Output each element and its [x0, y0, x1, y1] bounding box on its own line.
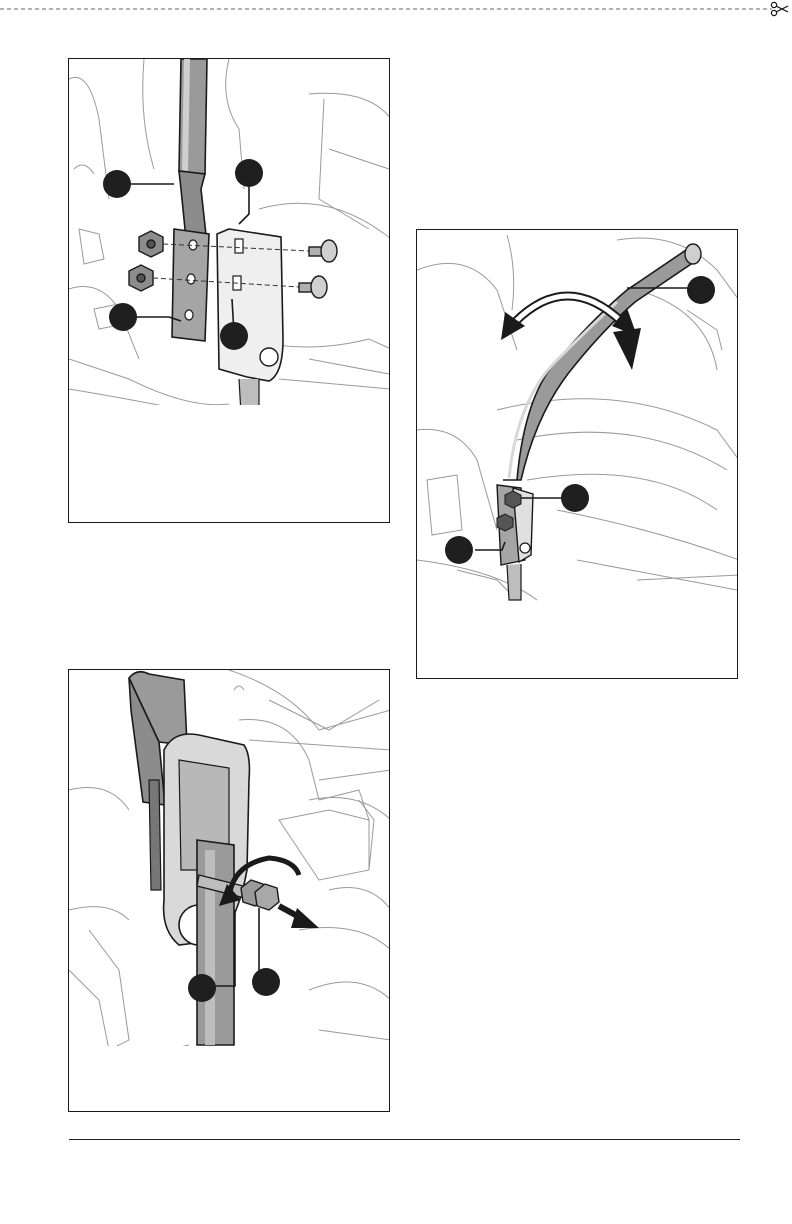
- callout-2: [252, 968, 280, 996]
- pull-arrow-icon: [279, 906, 319, 928]
- callout-2: [235, 159, 263, 187]
- callout-1: [103, 170, 131, 198]
- figure-3-caption-area: [69, 1046, 389, 1111]
- scissors-icon: [0, 0, 792, 20]
- callout-4: [220, 322, 248, 350]
- callout-3: [109, 303, 137, 331]
- figure-3-bolt-removal: [68, 669, 390, 1112]
- callout-1: [687, 276, 715, 304]
- callout-2: [561, 484, 589, 512]
- figure-1-caption-area: [69, 405, 389, 522]
- figure-2-handle-rotated: [416, 229, 738, 679]
- footer-rule: [69, 1139, 740, 1140]
- callout-3: [445, 536, 473, 564]
- figure-1-handle-bracket-exploded: [68, 58, 390, 523]
- callout-1: [188, 974, 216, 1002]
- figure-2-caption-area: [417, 606, 737, 678]
